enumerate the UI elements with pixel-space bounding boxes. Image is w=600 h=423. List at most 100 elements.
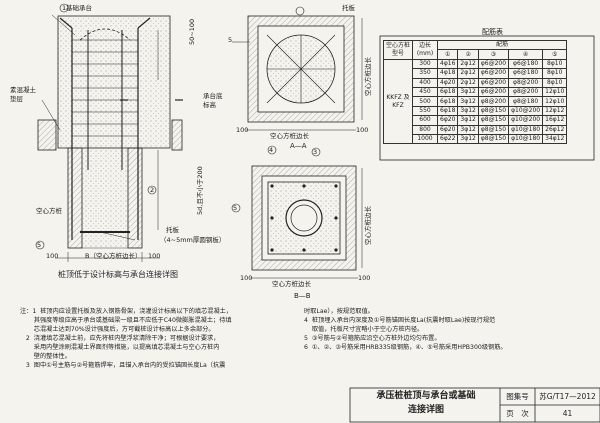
cell-c4: φ8@180 (508, 96, 544, 107)
label-balloon-5: 5 (37, 241, 42, 249)
label-bb-balloon-3: 3 (313, 148, 318, 156)
note-line: 5 ③号筋与②号箍筋应沿空心方桩外边均匀布置。 (304, 335, 441, 342)
cell-c4: φ10@200 (508, 105, 544, 117)
notes-left: 注：1 桩顶内应设置托板及放入钢筋骨架，浇灌设计标高以下的填芯混凝土， 其强度等… (20, 307, 270, 370)
label-dim-100-left: 100 (46, 252, 59, 260)
label-bb-dim-100-r: 100 (358, 274, 371, 282)
caption-section-bb: B—B (294, 292, 311, 300)
section-aa (232, 6, 363, 131)
label-aa-dim-100-r: 100 (356, 126, 369, 134)
note-line: 时取Lae），按规范取值。 (304, 308, 374, 315)
cell-side: 550 (412, 105, 438, 117)
cell-side: 350 (412, 68, 438, 79)
label-bb-balloon-5: 5 (233, 204, 238, 212)
cell-side: 300 (412, 58, 438, 70)
label-aa-bottom: 空心方桩边长 (270, 132, 309, 140)
cell-c5: 16φ12 (542, 115, 568, 126)
cell-c2: 3φ12 (457, 105, 479, 117)
cell-c3: φ6@200 (477, 86, 510, 98)
cell-side: 600 (412, 115, 438, 126)
cell-c1: 6φ18 (436, 96, 459, 107)
title-block: 承压桩桩顶与承台或基础 连接详图 图集号 苏G/T17—2012 页 次 41 (350, 388, 600, 421)
label-aa-balloon-5: 5 (228, 36, 233, 44)
label-cap: 基础承台 (66, 4, 92, 12)
label-balloon-2: 2 (150, 186, 155, 194)
cell-c3: φ6@200 (477, 77, 510, 88)
cell-c3: φ8@150 (477, 105, 510, 117)
cell-c2: 3φ12 (457, 96, 479, 107)
label-bb-bottom: 空心方桩边长 (272, 280, 311, 288)
label-plain-concrete-2: 垫层 (10, 95, 23, 103)
label-hollow-pile: 空心方桩 (36, 207, 62, 215)
title-line-1: 承压桩桩顶与承台或基础 (376, 391, 476, 401)
cell-side: 400 (412, 77, 438, 88)
cell-c1: 6φ18 (436, 86, 459, 98)
cell-c3: φ6@200 (477, 68, 510, 79)
cell-c3: φ6@200 (477, 58, 510, 70)
cell-c1: 4φ20 (436, 77, 459, 88)
label-cap-bottom-2: 标高 (203, 101, 216, 109)
cell-c2: 2φ12 (457, 68, 479, 79)
label-bb-balloon-4: 4 (269, 146, 274, 154)
cell-c5: 8φ10 (542, 77, 568, 88)
cell-side: 1000 (412, 133, 438, 145)
cell-c2: 2φ12 (457, 58, 479, 70)
label-bb-dim-100-l: 100 (240, 274, 253, 282)
cell-c1: 4φ16 (436, 58, 459, 70)
atlas-number: 苏G/T17—2012 (539, 392, 596, 401)
note-line: 6 ①、②、③号筋采用HRB335级钢筋，④、⑤号筋采用HPB300级钢筋。 (304, 344, 507, 351)
label-aa-side: 空心方桩边长 (364, 57, 372, 96)
label-steel-plate-1: 托板 (166, 226, 179, 234)
cell-side: 500 (412, 96, 438, 107)
title-line-2: 连接详图 (407, 405, 444, 415)
label-dim-100-right: 100 (148, 252, 161, 260)
th-col-4: ④ (508, 49, 544, 60)
th-col-5: ⑤ (542, 49, 568, 60)
cell-c5: 12φ10 (542, 96, 568, 107)
note-line: 采用内壁涂刷混凝土界面剂等措施，以提高填芯混凝土与空心方桩内 (20, 344, 220, 351)
label-dim-b: B（空心方桩边长） (85, 252, 142, 260)
cell-c4: φ6@180 (508, 68, 544, 79)
th-group: 配筋 (436, 39, 568, 51)
cell-c2: 3φ12 (457, 133, 479, 145)
cell-c1: 4φ18 (436, 68, 459, 79)
label-dim-50-100: 50~100 (188, 18, 196, 45)
label-aa-dim-100-l: 100 (236, 126, 249, 134)
caption-section-aa: A—A (290, 142, 307, 150)
cell-c4: φ10@180 (508, 124, 544, 135)
cell-c5: 12φ10 (542, 86, 568, 98)
cell-c1: 6φ20 (436, 115, 459, 126)
label-cap-bottom-1: 承台底 (203, 92, 223, 100)
cell-c5: 12φ12 (542, 105, 568, 117)
cell-side: 800 (412, 124, 438, 135)
cell-c4: φ6@180 (508, 58, 544, 70)
cell-c4: φ8@200 (508, 77, 544, 88)
cell-c5: 8φ10 (542, 58, 568, 70)
cell-side: 450 (412, 86, 438, 98)
section-bb (231, 145, 363, 279)
label-plain-concrete-1: 素混凝土 (10, 86, 36, 94)
th-side: 边长(mm) (412, 40, 438, 60)
note-line: 壁的整体性。 (20, 353, 71, 360)
title-block-frame (349, 387, 600, 423)
cell-c5: 26φ12 (542, 124, 568, 135)
caption-top-left: 桩顶低于设计标高与承台连接详图 (58, 270, 178, 279)
note-line: 注：1 桩顶内应设置托板及放入钢筋骨架，浇灌设计标高以下的填芯混凝土， (20, 308, 233, 315)
cell-c2: 3φ12 (457, 124, 479, 135)
label-page: 页 次 (506, 409, 529, 418)
detail-pile-cap-connection (35, 3, 183, 262)
cell-c3: φ8@200 (477, 96, 510, 107)
th-col-1: ① (436, 49, 459, 60)
label-atlas: 图集号 (506, 392, 529, 401)
cell-c3: φ8@150 (477, 133, 510, 145)
label-balloon-1: 1 (62, 4, 67, 12)
cell-c4: φ10@200 (508, 115, 544, 126)
cell-c1: 6φ20 (436, 124, 459, 135)
